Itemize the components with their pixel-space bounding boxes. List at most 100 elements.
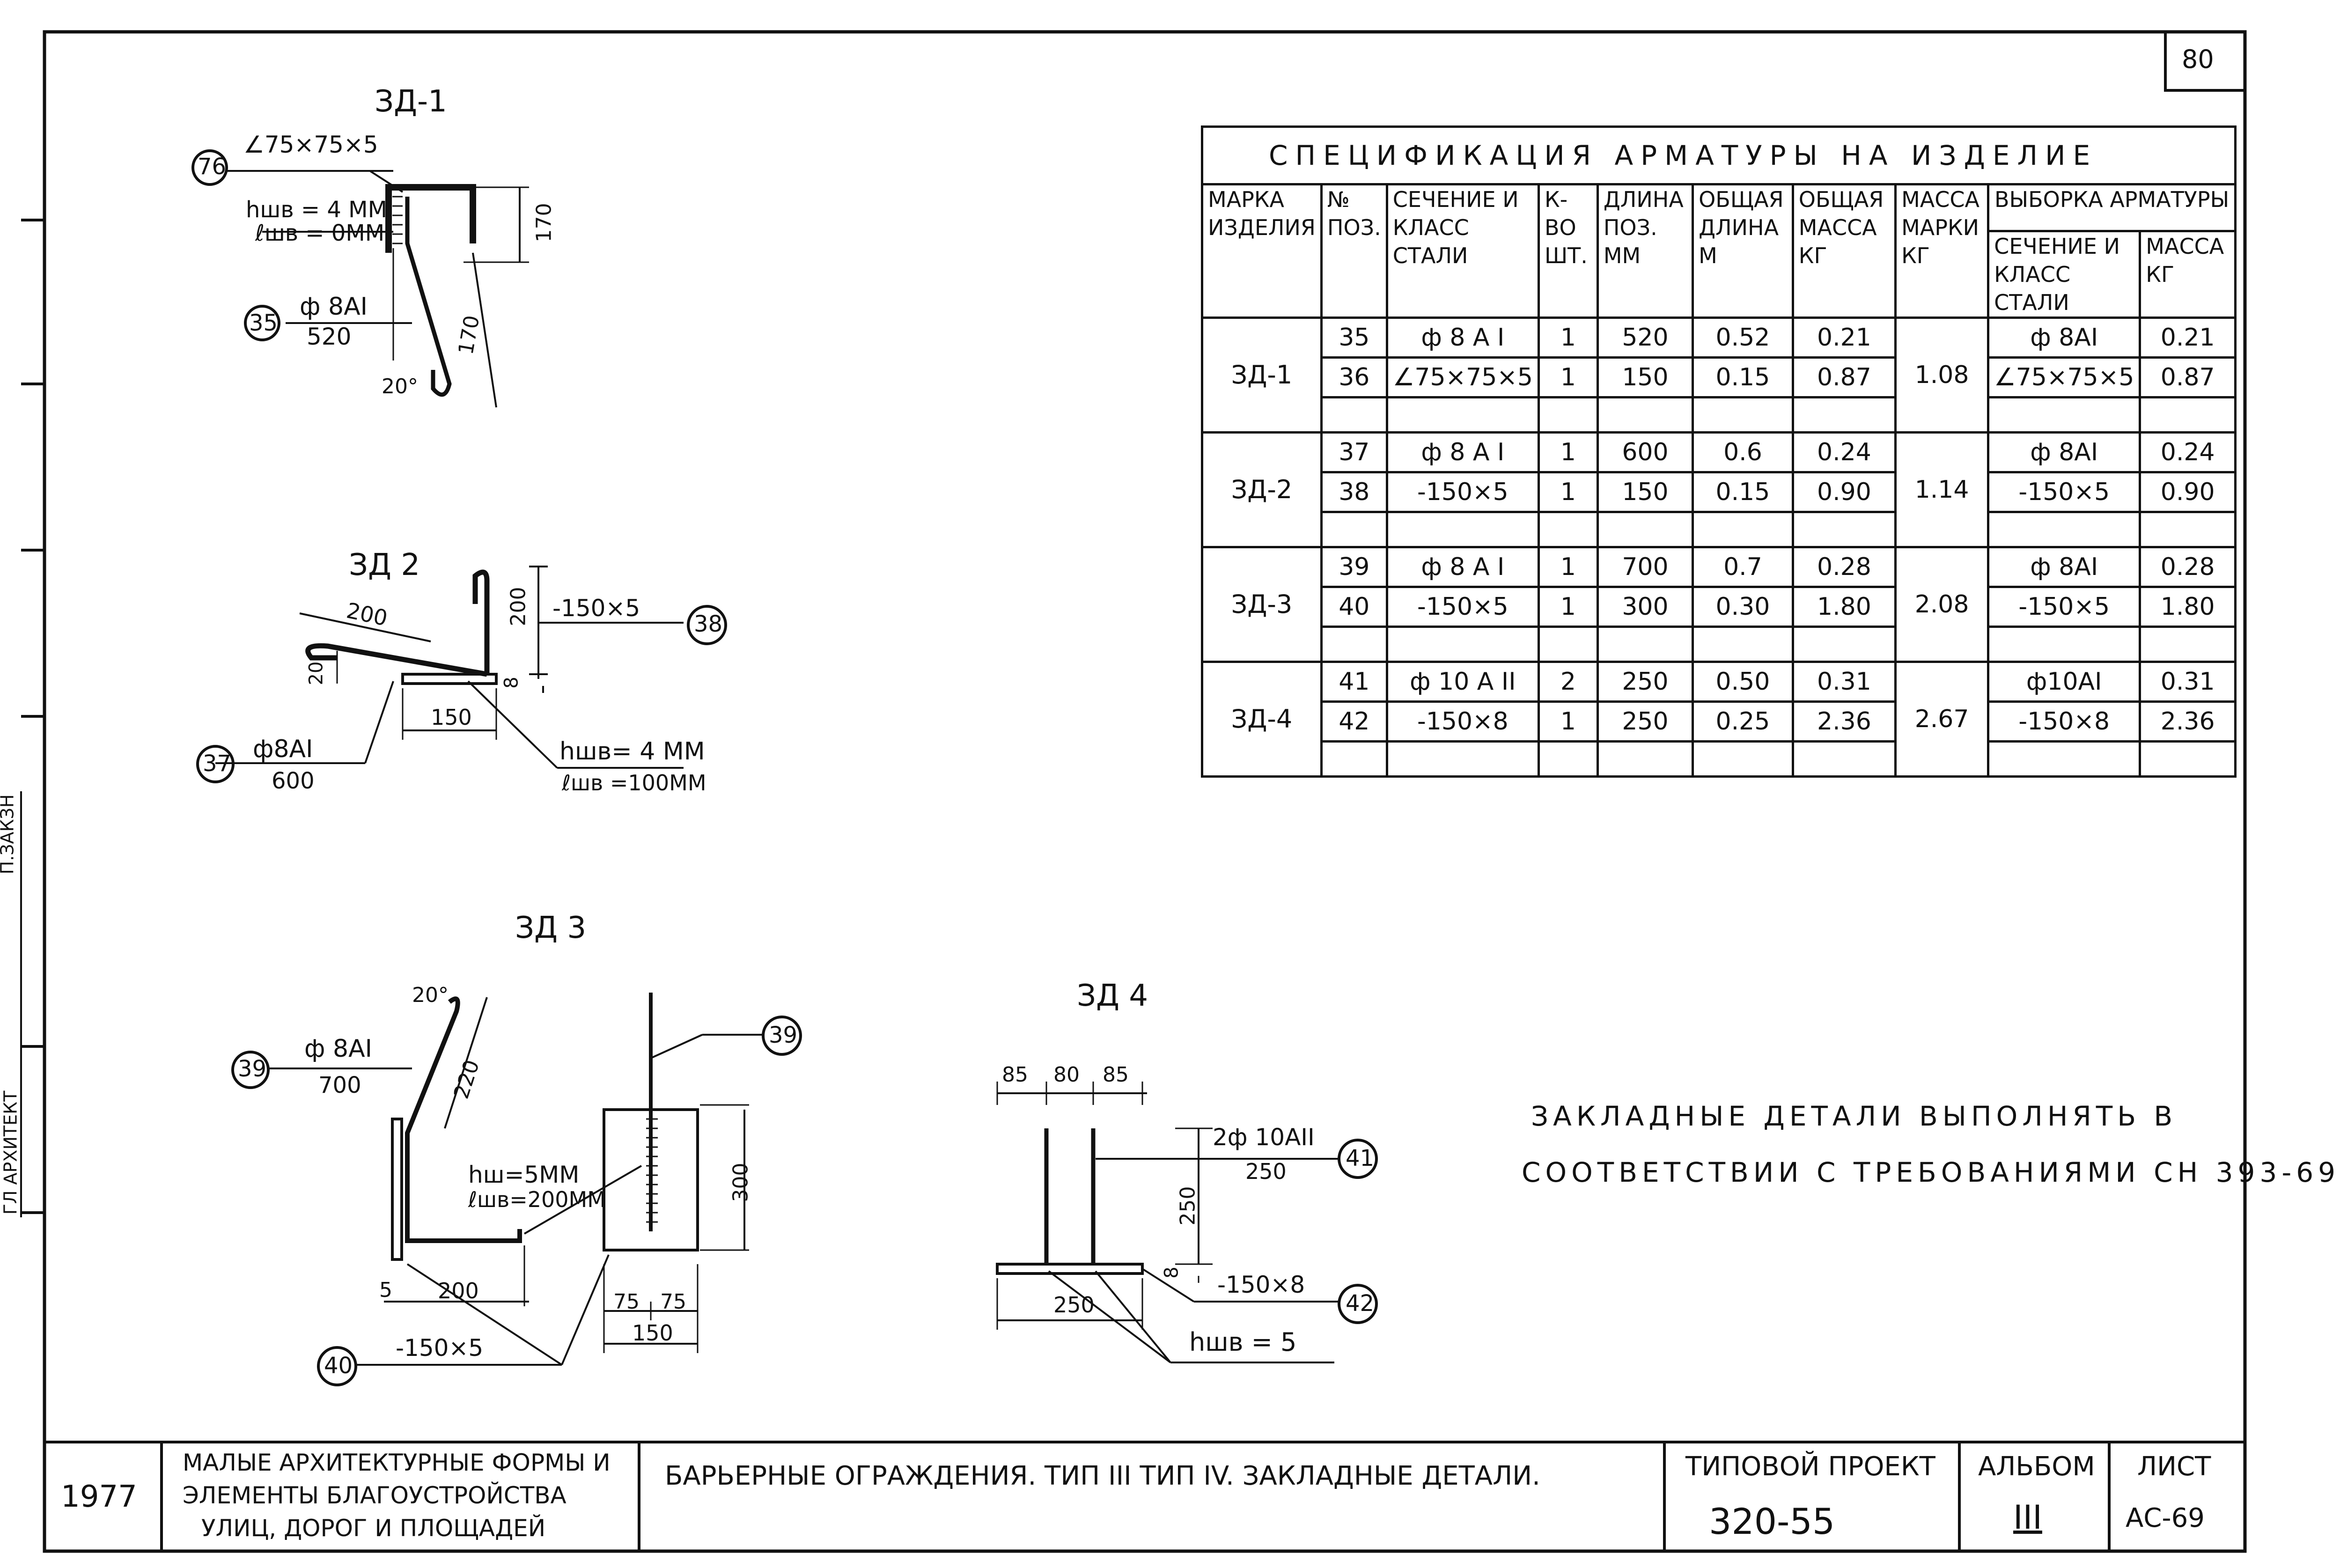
- col-qty: К-ВО ШТ.: [1537, 183, 1599, 319]
- cell-sel-mass: 0.21: [2139, 317, 2237, 359]
- col-mark: МАРКА ИЗДЕЛИЯ: [1201, 183, 1323, 319]
- tb-sheet-title: БАРЬЕРНЫЕ ОГРАЖДЕНИЯ. ТИП III ТИП IV. ЗА…: [665, 1461, 1540, 1491]
- table-row: ЗД-2 37 ф 8 А I 1 600 0.6 0.24 1.14 ф 8А…: [1201, 431, 2237, 548]
- callout-circle-38: [687, 605, 727, 645]
- cell-length: 520: [1596, 317, 1694, 359]
- cell-total-length: 0.50: [1692, 661, 1794, 703]
- zd2-dim-8: 8: [500, 677, 522, 689]
- cell-section: ∠75×75×5: [1385, 356, 1540, 398]
- cell-qty: 2: [1537, 661, 1599, 703]
- side-stamp-name: П.ЗАКЗН: [0, 794, 18, 875]
- side-stamp-role: ГЛ АРХИТЕКТ: [0, 1090, 21, 1215]
- cell-qty: 1: [1537, 356, 1599, 398]
- tb-album-label: АЛЬБОМ: [1978, 1451, 2095, 1482]
- zd4-title: ЗД 4: [1077, 979, 1148, 1013]
- cell-total-length: 0.6: [1692, 431, 1794, 473]
- cell-length: 150: [1596, 471, 1694, 513]
- zd3-callout-39a: 39: [238, 1056, 267, 1082]
- tb-project-label: ТИПОВОЙ ПРОЕКТ: [1685, 1451, 1935, 1482]
- zd2-bar-length: 600: [272, 768, 315, 794]
- cell-mark: ЗД-2: [1201, 431, 1323, 548]
- drawing-sheet: [20, 30, 2247, 1553]
- zd2-title: ЗД 2: [349, 548, 420, 582]
- zd1-angle-deg: 20°: [382, 375, 418, 398]
- cell-total-length: 0.15: [1692, 356, 1794, 398]
- cell-mark-mass: 1.14: [1894, 431, 1990, 548]
- cell-sel-section: ∠75×75×5: [1987, 356, 2141, 398]
- zd1-bar-label: ф 8АI: [300, 293, 368, 321]
- callout-circle-39b: [762, 1016, 802, 1056]
- table-row: ЗД-1 35 ф 8 А I 1 520 0.52 0.21 1.08 ф 8…: [1201, 317, 2237, 434]
- zd3-dim-300: 300: [728, 1163, 753, 1202]
- zd3-dim-200: 200: [438, 1278, 479, 1303]
- table-row-empty: [1202, 740, 2237, 778]
- cell-mark-mass: 1.08: [1894, 317, 1990, 434]
- cell-sel-section: ф 8АI: [1987, 317, 2141, 359]
- tb-subject-line-2: ЭЛЕМЕНТЫ БЛАГОУСТРОЙСТВА: [183, 1482, 567, 1509]
- cell-pos: 37: [1320, 431, 1388, 473]
- zd3-bar-label: ф 8АI: [304, 1035, 372, 1063]
- zd4-bar-label: 2ф 10АII: [1213, 1124, 1315, 1151]
- cell-mark-mass: 2.08: [1894, 546, 1990, 663]
- tb-year: 1977: [61, 1480, 137, 1514]
- table-row-empty: [1202, 396, 2237, 434]
- cell-total-length: 0.15: [1692, 471, 1794, 513]
- cell-total-length: 0.7: [1692, 546, 1794, 588]
- cell-sel-mass: 0.87: [2139, 356, 2237, 398]
- cell-total-mass: 0.31: [1791, 661, 1897, 703]
- col-selection: ВЫБОРКА АРМАТУРЫ: [1987, 183, 2237, 232]
- cell-pos: 38: [1320, 471, 1388, 513]
- cell-section: ф 8 А I: [1385, 431, 1540, 473]
- zd4-callout-42: 42: [1346, 1290, 1375, 1317]
- rebar-specification-table: СПЕЦИФИКАЦИЯ АРМАТУРЫ НА ИЗДЕЛИЕ МАРКА И…: [1201, 125, 2237, 778]
- cell-total-mass: 2.36: [1791, 700, 1897, 743]
- cell-mark: ЗД-4: [1201, 661, 1323, 778]
- tb-project-number: 320-55: [1709, 1501, 1835, 1542]
- cell-total-mass: 0.21: [1791, 317, 1897, 359]
- cell-total-mass: 0.90: [1791, 471, 1897, 513]
- zd3-angle-deg: 20°: [412, 983, 449, 1007]
- zd4-callout-41: 41: [1346, 1145, 1375, 1171]
- zd2-bar-label: ф8АI: [253, 735, 313, 763]
- zd4-dim-85b: 85: [1103, 1063, 1129, 1087]
- col-total-mass: ОБЩАЯ МАССА КГ: [1791, 183, 1897, 319]
- cell-sel-mass: 0.24: [2139, 431, 2237, 473]
- cell-length: 700: [1596, 546, 1694, 588]
- tb-sheet-label: ЛИСТ: [2137, 1451, 2211, 1482]
- col-total-length: ОБЩАЯ ДЛИНА М: [1692, 183, 1794, 319]
- zd2-weld-l: ℓшв =100ММ: [562, 770, 706, 795]
- zd2-callout-37: 37: [203, 751, 232, 777]
- cell-pos: 35: [1320, 317, 1388, 359]
- zd1-dim-170-vertical: 170: [532, 203, 556, 243]
- detail-zd1-drawing: [227, 170, 529, 408]
- cell-pos: 39: [1320, 546, 1388, 588]
- cell-sel-section: ф 8АI: [1987, 431, 2141, 473]
- cell-sel-mass: 0.31: [2139, 661, 2237, 703]
- cell-pos: 42: [1320, 700, 1388, 743]
- cell-length: 150: [1596, 356, 1694, 398]
- cell-length: 600: [1596, 431, 1694, 473]
- zd4-dim-250-vertical: 250: [1176, 1186, 1200, 1226]
- cell-sel-section: -150×5: [1987, 471, 2141, 513]
- cell-section: -150×8: [1385, 700, 1540, 743]
- zd2-dim-200-vertical: 200: [506, 587, 530, 626]
- tb-sheet-number: АС-69: [2126, 1503, 2205, 1533]
- cell-section: -150×5: [1385, 471, 1540, 513]
- zd1-title: ЗД-1: [375, 84, 447, 119]
- zd3-weld-h: hш=5ММ: [468, 1161, 580, 1188]
- cell-mark: ЗД-1: [1201, 317, 1323, 434]
- cell-mark: ЗД-3: [1201, 546, 1323, 663]
- cell-sel-section: ф 8АI: [1987, 546, 2141, 588]
- zd2-weld-h: hшв= 4 ММ: [559, 737, 705, 766]
- cell-mark-mass: 2.67: [1894, 661, 1990, 778]
- col-pos: № ПОЗ.: [1320, 183, 1388, 319]
- zd4-dim-8: 8: [1161, 1266, 1183, 1279]
- zd3-dim-150: 150: [632, 1320, 673, 1346]
- table-row: 36 ∠75×75×5 1 150 0.15 0.87 ∠75×75×5 0.8…: [1202, 356, 2237, 398]
- zd1-callout-76: 76: [198, 154, 227, 180]
- zd4-dim-250: 250: [1053, 1292, 1095, 1318]
- zd1-bar-length: 520: [307, 323, 352, 350]
- col-section: СЕЧЕНИЕ И КЛАСС СТАЛИ: [1385, 183, 1540, 319]
- tb-subject-line-1: МАЛЫЕ АРХИТЕКТУРНЫЕ ФОРМЫ И: [183, 1449, 611, 1476]
- cell-qty: 1: [1537, 700, 1599, 743]
